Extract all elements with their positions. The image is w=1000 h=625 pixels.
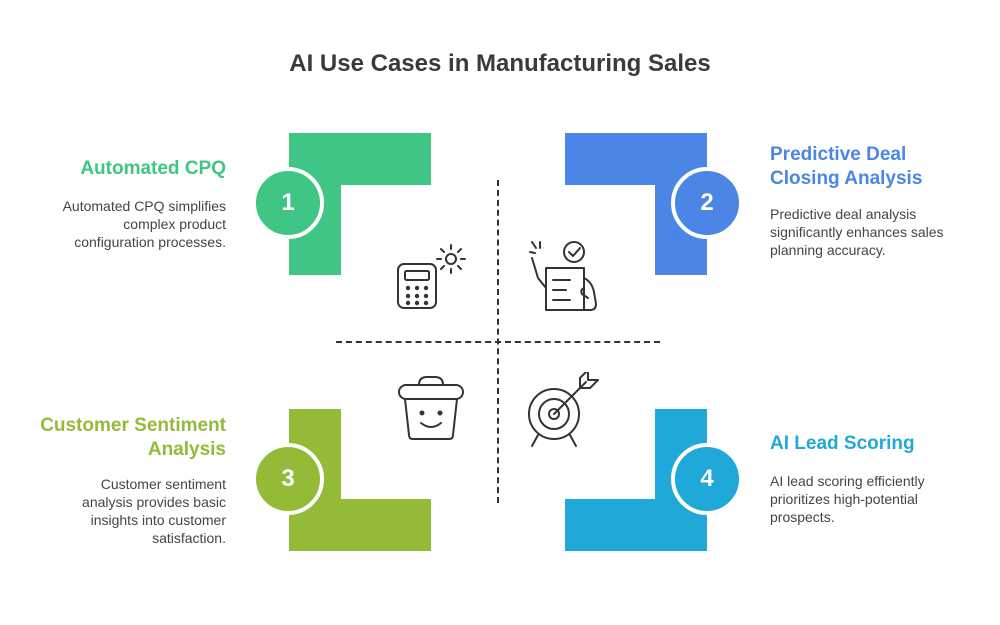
quadrant-1-number: 1 bbox=[281, 189, 295, 216]
quadrant-3-number: 3 bbox=[281, 465, 295, 492]
quadrant-2-shape bbox=[565, 133, 707, 275]
quadrant-2-number: 2 bbox=[700, 189, 714, 216]
target-arrow-icon bbox=[528, 372, 599, 447]
quadrant-4-number: 4 bbox=[700, 465, 714, 492]
quadrant-2-badge: 2 bbox=[671, 167, 743, 239]
quadrant-4-heading: AI Lead Scoring bbox=[770, 433, 915, 454]
checklist-hand-icon bbox=[529, 241, 597, 311]
quadrant-1-shape bbox=[289, 133, 431, 275]
smiling-basket-icon bbox=[398, 376, 464, 440]
quadrant-1-badge: 1 bbox=[252, 167, 324, 239]
page-title: AI Use Cases in Manufacturing Sales bbox=[289, 50, 711, 77]
quadrant-3-heading: Customer Sentiment Analysis bbox=[40, 415, 226, 460]
quadrant-1-description: Automated CPQ simplifies complex product… bbox=[62, 198, 226, 250]
quadrant-2-description: Predictive deal analysis significantly e… bbox=[770, 206, 944, 258]
vertical-divider bbox=[497, 180, 499, 503]
quadrant-4-shape bbox=[565, 409, 707, 551]
quadrant-3-badge: 3 bbox=[252, 443, 324, 515]
quadrant-1-heading: Automated CPQ bbox=[80, 158, 226, 179]
quadrant-3-shape bbox=[289, 409, 431, 551]
quadrant-3-description: Customer sentiment analysis provides bas… bbox=[82, 476, 226, 546]
quadrant-4-badge: 4 bbox=[671, 443, 743, 515]
quadrant-2-heading: Predictive Deal Closing Analysis bbox=[770, 144, 923, 189]
calculator-gear-icon bbox=[397, 244, 466, 309]
quadrant-4-description: AI lead scoring efficiently prioritizes … bbox=[770, 473, 925, 525]
